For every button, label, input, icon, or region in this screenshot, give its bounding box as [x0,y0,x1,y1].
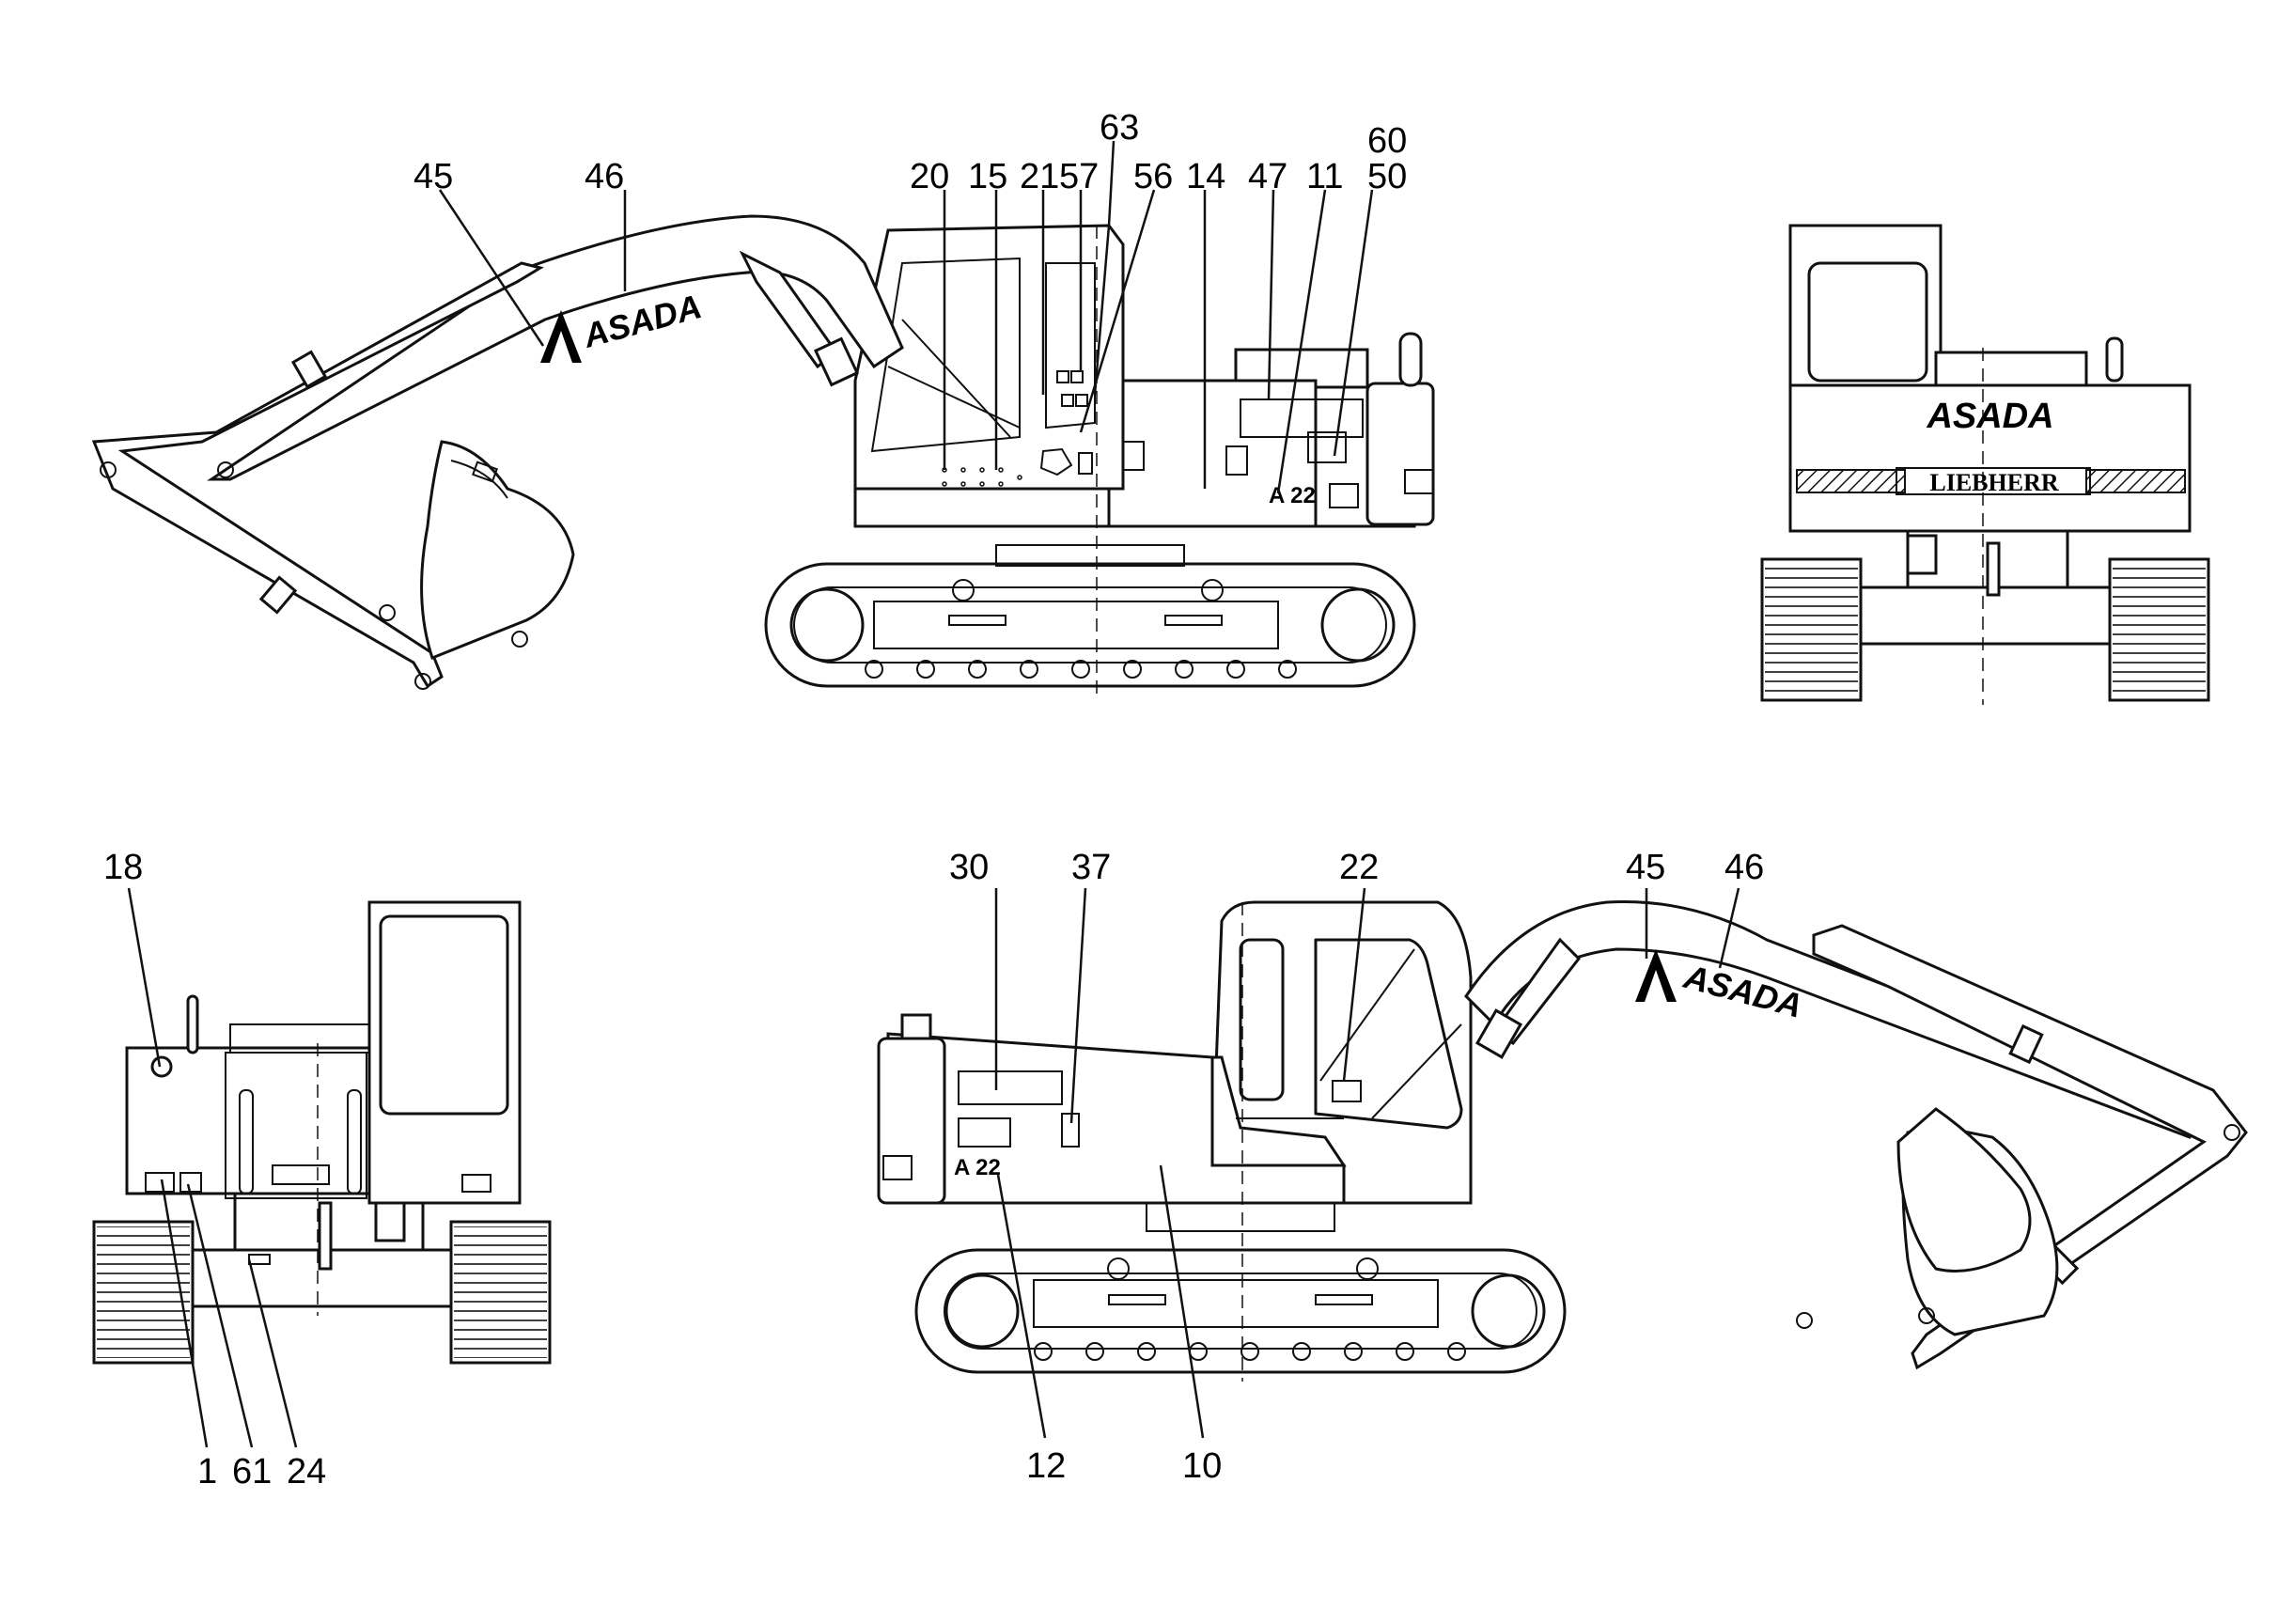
callout-1: 1 [197,1452,217,1491]
leader-lines-side-left [438,140,1374,494]
view-front: LIEBHERR ASADA [1760,224,2210,705]
callout-61: 61 [232,1452,272,1491]
callout-50: 50 [1367,157,1407,196]
callout-60: 60 [1367,121,1407,161]
callout-57: 57 [1059,157,1099,196]
callout-46-side-right: 46 [1724,848,1764,887]
model-mark-side-right: A 22 [954,1155,1001,1180]
upper-structure-side-left: A 22 [853,224,1435,528]
brand-secondary-decal: LIEBHERR [1929,469,2058,496]
callout-20: 20 [910,157,949,196]
callout-45-side-left: 45 [413,157,453,196]
view-side-right: A 22 ASADA [877,848,2248,1486]
callout-22: 22 [1339,848,1379,887]
callout-12: 12 [1026,1446,1066,1486]
brand-decal-front: ASADA [1926,397,2053,436]
callout-46-side-left: 46 [585,157,624,196]
track-side-left [764,544,1416,688]
boom-side-left: ASADA [91,214,904,690]
callout-56: 56 [1133,157,1173,196]
callout-14: 14 [1186,157,1225,196]
leader-lines-rear [127,887,298,1448]
callouts-rear: 18 1 61 24 [103,848,326,1491]
callout-37: 37 [1071,848,1111,887]
model-mark-side-left: A 22 [1269,483,1316,508]
view-rear: 18 1 61 24 [92,848,552,1491]
view-side-left: A 22 [91,108,1435,700]
callouts-side-right: 30 37 22 45 46 12 10 [949,848,1764,1486]
callout-30: 30 [949,848,989,887]
callout-24: 24 [287,1452,326,1491]
callouts-side-left: 45 46 20 15 21 57 63 56 14 47 11 60 50 [413,108,1407,196]
callout-21: 21 [1020,157,1059,196]
callout-11: 11 [1306,157,1343,196]
track-side-right [914,1202,1567,1374]
callout-45-side-right: 45 [1626,848,1665,887]
callout-15: 15 [968,157,1007,196]
callout-47: 47 [1248,157,1287,196]
callout-63: 63 [1100,108,1139,148]
leader-lines-side-right [994,887,1740,1439]
upper-structure-side-right: A 22 [877,900,1473,1205]
boom-side-right: ASADA [1464,900,2248,1370]
callout-10: 10 [1182,1446,1222,1486]
callout-18: 18 [103,848,143,887]
